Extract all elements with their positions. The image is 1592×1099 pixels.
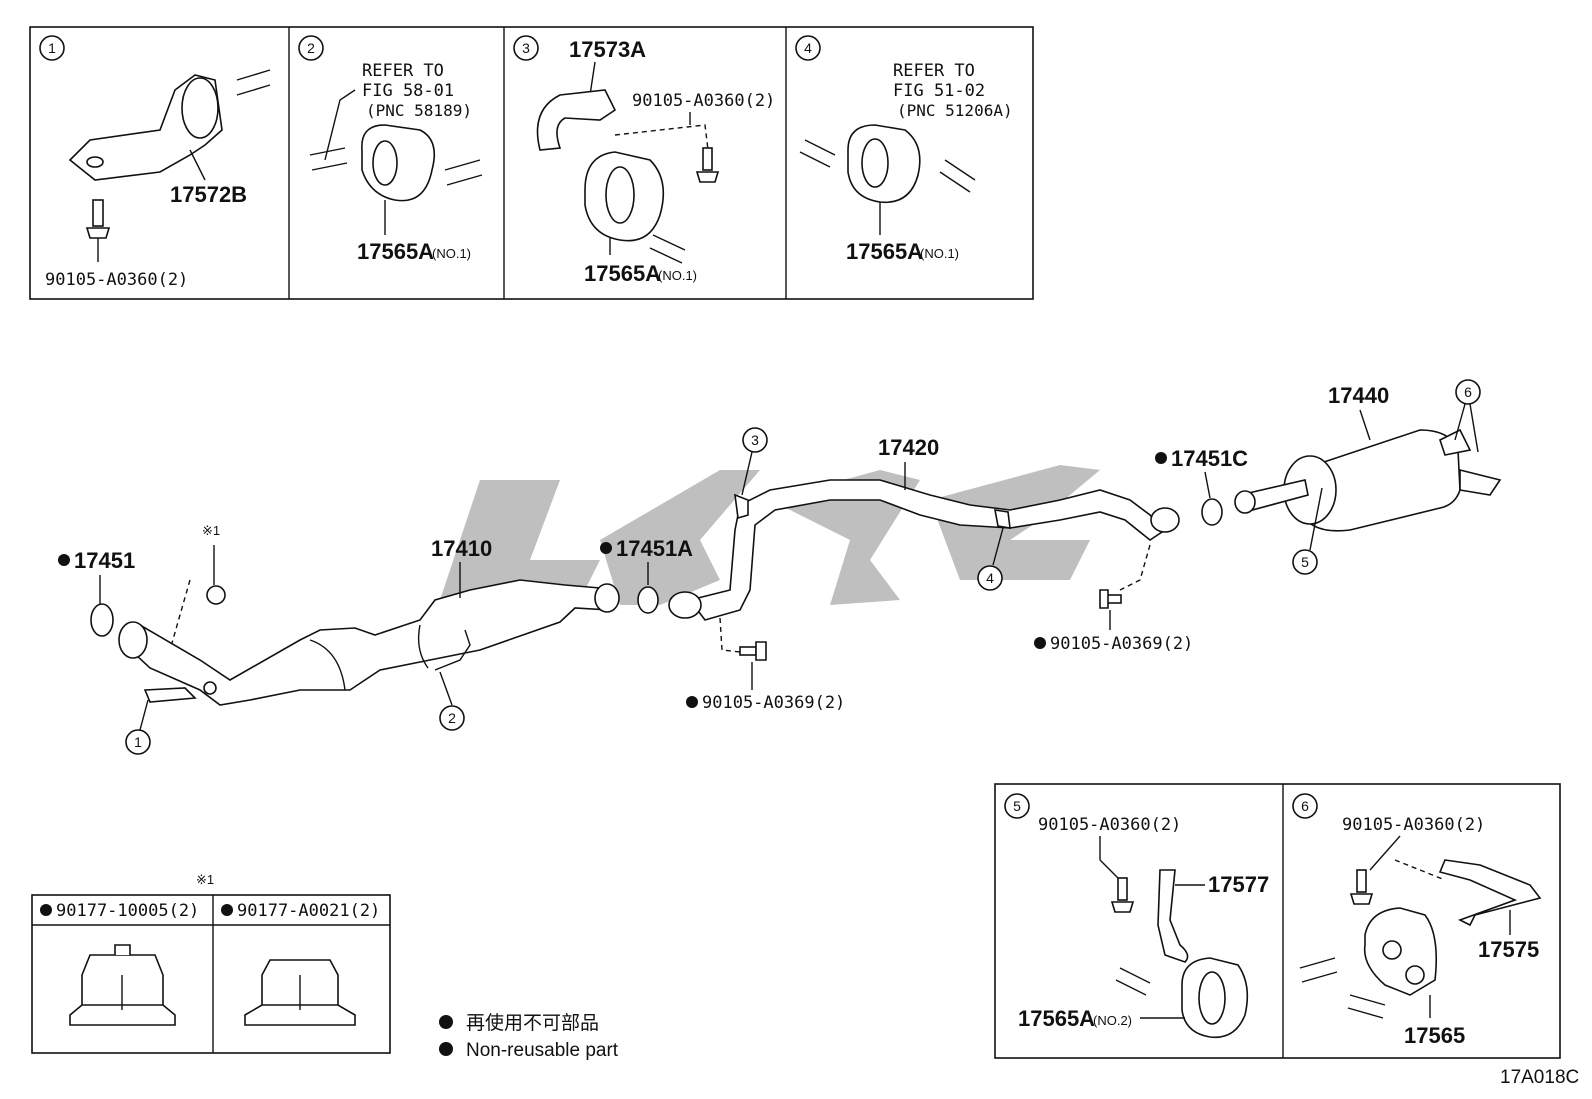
part-label-17573a: 17573A — [569, 37, 646, 62]
bracket-17573a — [536, 89, 617, 151]
callout-6: 6 — [1464, 384, 1472, 400]
panel-1-number: 1 — [48, 40, 56, 56]
panel-3-number: 3 — [522, 40, 530, 56]
part-note-p4: (NO.1) — [920, 246, 959, 261]
bolt-label-p1: 90105-A0360(2) — [45, 270, 188, 290]
bolt-rear-label: 90105-A0369(2) — [1050, 634, 1193, 654]
refer-line-1: REFER TO — [362, 61, 444, 81]
detail-panels-bottom — [994, 783, 1561, 1059]
panel-1: 1 17572B 90105-A0360(2) — [39, 35, 271, 290]
bolt-icon — [85, 199, 111, 239]
bolt-label-p5: 90105-A0360(2) — [1038, 815, 1181, 835]
front-pipe-label: 17410 — [431, 536, 492, 561]
callout-3: 3 — [751, 432, 759, 448]
detail-panels-top — [29, 26, 1034, 300]
part-note-p5: (NO.2) — [1093, 1013, 1132, 1028]
legend-jp: 再使用不可部品 — [466, 1012, 599, 1034]
gasket-front-label: 17451 — [74, 548, 135, 573]
callout-2: 2 — [448, 710, 456, 726]
bolt-label-p3: 90105-A0360(2) — [632, 91, 775, 111]
panel-2: 2 REFER TO FIG 58-01 (PNC 58189) 17565A … — [298, 35, 483, 264]
part-label-17572b: 17572B — [170, 182, 247, 207]
figure-code: 17A018C — [1500, 1067, 1579, 1088]
panel-4: 4 REFER TO FIG 51-02 (PNC 51206A) 17565A… — [795, 35, 1013, 264]
gasket-mid-label: 17451A — [616, 536, 693, 561]
legend-en: Non-reusable part — [466, 1040, 619, 1061]
refer-line-2: FIG 58-01 — [362, 81, 454, 101]
bolt-icon — [1099, 589, 1122, 609]
bolt-mid-label: 90105-A0369(2) — [702, 693, 845, 713]
part-note-p2: (NO.1) — [432, 246, 471, 261]
bolt-icon — [1349, 869, 1374, 905]
bracket-17575 — [1438, 859, 1542, 927]
part-label-p5: 17565A — [1018, 1006, 1095, 1031]
callout-5: 5 — [1301, 554, 1309, 570]
nut-icon — [206, 585, 226, 605]
panel-5-number: 5 — [1013, 798, 1021, 814]
callout-4: 4 — [986, 570, 994, 586]
refer-line-1-p4: REFER TO — [893, 61, 975, 81]
part-label-p2: 17565A — [357, 239, 434, 264]
front-pipe-17410 — [118, 579, 616, 706]
asterisk-ref-main: ※1 — [202, 523, 220, 538]
gasket-rear — [1201, 498, 1223, 526]
center-pipe-label: 17420 — [878, 435, 939, 460]
nut-table-ref: ※1 — [196, 872, 214, 887]
panel-3: 3 17573A 90105-A0360(2) 17565A (NO.1) — [513, 35, 775, 286]
bolt-icon — [1110, 877, 1135, 913]
panel-2-number: 2 — [307, 40, 315, 56]
gasket-front — [90, 603, 114, 637]
nut-90177-a0021-icon — [244, 959, 356, 1026]
panel-6: 6 90105-A0360(2) 17575 17565 — [1292, 793, 1542, 1048]
part-note-p3: (NO.1) — [658, 268, 697, 283]
bolt-icon — [695, 147, 720, 183]
part-label-p6: 17565 — [1404, 1023, 1465, 1048]
refer-line-3-p4: (PNC 51206A) — [897, 101, 1013, 120]
muffler-17440 — [1299, 429, 1461, 532]
refer-line-3: (PNC 58189) — [366, 101, 472, 120]
part-label-17577: 17577 — [1208, 872, 1269, 897]
muffler-label: 17440 — [1328, 383, 1389, 408]
nut-table: ※1 90177-10005(2) 90177-A0021(2) — [31, 872, 391, 1054]
main-assembly: 17451 ※1 17410 1 2 17451A — [58, 379, 1502, 755]
refer-line-2-p4: FIG 51-02 — [893, 81, 985, 101]
gasket-rear-label: 17451C — [1171, 446, 1248, 471]
nut1-label: 90177-10005(2) — [56, 901, 199, 921]
part-label-p3: 17565A — [584, 261, 661, 286]
gasket-mid — [637, 586, 659, 614]
part-label-p4: 17565A — [846, 239, 923, 264]
center-pipe-17420 — [688, 479, 1167, 621]
panel-5: 5 90105-A0360(2) 17577 17565A (NO.2) — [1004, 793, 1269, 1039]
bracket-17577 — [1157, 869, 1189, 963]
callout-1: 1 — [134, 734, 142, 750]
legend: 再使用不可部品 Non-reusable part — [439, 1012, 619, 1061]
bolt-label-p6: 90105-A0360(2) — [1342, 815, 1485, 835]
nut-90177-10005-icon — [69, 944, 176, 1026]
part-label-17575: 17575 — [1478, 937, 1539, 962]
watermark-logo — [440, 465, 1100, 605]
nut2-label: 90177-A0021(2) — [237, 901, 380, 921]
panel-6-number: 6 — [1301, 798, 1309, 814]
panel-4-number: 4 — [804, 40, 812, 56]
bolt-icon — [739, 641, 767, 661]
